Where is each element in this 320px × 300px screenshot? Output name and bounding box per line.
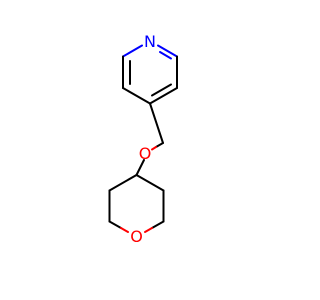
bond-c4p-c3p <box>135 174 165 192</box>
bond-c4p-c5p <box>108 174 138 192</box>
bond-c2p-o-black <box>151 220 165 229</box>
bond-c4-c5 <box>122 87 151 105</box>
bond-c6p-o-red <box>120 227 129 233</box>
bond-c4-ch2 <box>149 102 164 144</box>
bond-n-c2 <box>157 44 178 58</box>
bond-n-c6 <box>122 44 143 58</box>
bond-c6p-o-black <box>108 220 122 229</box>
bond-c3-c4-double <box>151 83 172 97</box>
ring-oxygen-label: O <box>130 227 143 246</box>
bond-ch2-o-black <box>155 142 164 148</box>
bond-c3-c4 <box>149 87 178 105</box>
ether-oxygen-label: O <box>139 144 152 163</box>
nitrogen-label: N <box>144 32 156 51</box>
structure-canvas: N O O <box>108 31 192 246</box>
bond-n-c2-double <box>159 51 172 60</box>
molecule-bonds: N O O <box>108 32 178 246</box>
bond-ch2-o-red <box>151 146 157 151</box>
bond-o-c4prime <box>135 159 145 176</box>
bond-c2p-o-red <box>144 227 153 233</box>
